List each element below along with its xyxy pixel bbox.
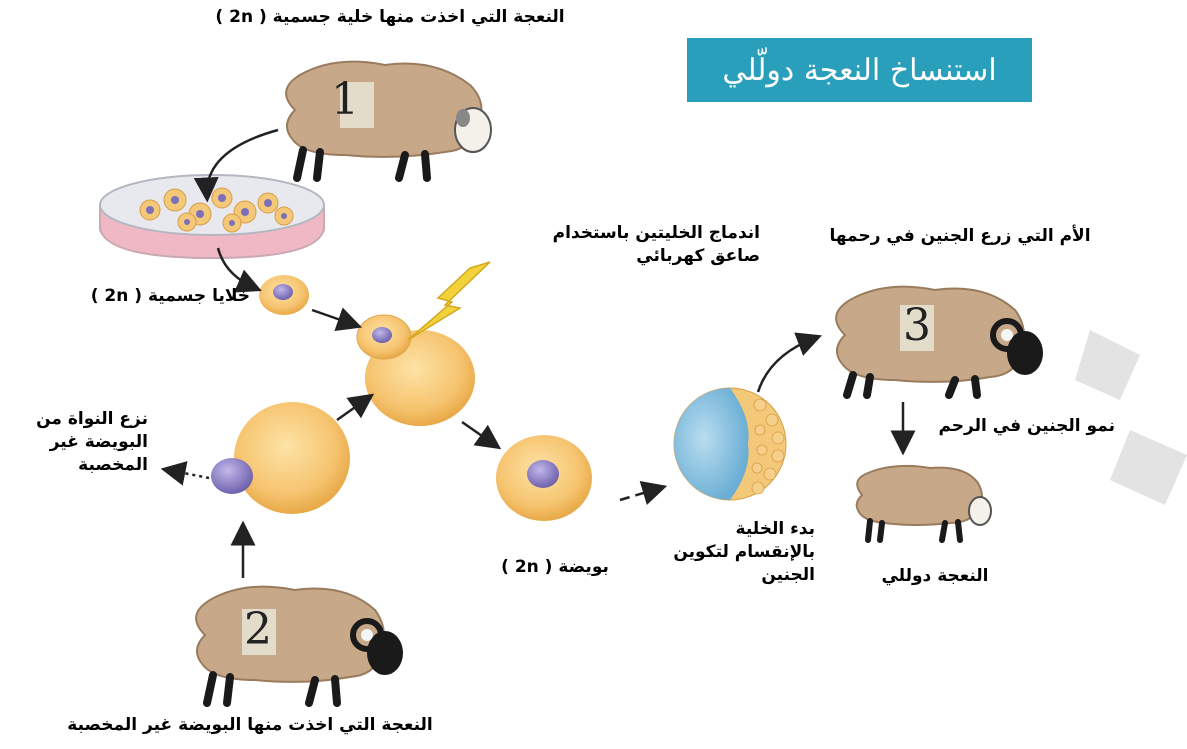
label-division-line1: بدء الخلية xyxy=(640,518,815,541)
sheep-1-number: 1 xyxy=(331,74,359,125)
ovum-cell xyxy=(496,435,592,521)
egg-cell xyxy=(211,402,350,514)
label-dolly: النعجة دوللي xyxy=(865,565,1005,588)
dolly-sheep-icon xyxy=(857,466,991,540)
label-division-line3: الجنين xyxy=(640,564,815,587)
diagram-title: استنساخ النعجة دولّلي xyxy=(687,38,1032,102)
lightning-icon xyxy=(408,262,490,340)
sheep-3-icon xyxy=(836,287,1043,395)
label-ovum: بويضة ( 2n ) xyxy=(470,556,640,579)
label-fusion: اندماج الخليتين باستخدام صاعق كهربائي xyxy=(520,222,760,268)
sheep-3-number: 3 xyxy=(903,300,931,351)
label-bottom-sheep: النعجة التي اخذت منها البويضة غير المخصب… xyxy=(60,714,440,737)
sheep-2-icon xyxy=(196,587,403,703)
label-surrogate: الأم التي زرع الجنين في رحمها xyxy=(800,225,1120,248)
label-division-line2: بالإنقسام لتكوين xyxy=(640,541,815,564)
label-somatic-cells: خلايا جسمية ( 2n ) xyxy=(30,285,250,308)
label-remove-nucleus: نزع النواة من البويضة غير المخصبة xyxy=(10,408,148,477)
sheep-1-icon xyxy=(286,62,491,178)
label-remove-line1: نزع النواة من xyxy=(10,408,148,431)
label-top-sheep: النعجة التي اخذت منها خلية جسمية ( 2n ) xyxy=(180,6,600,29)
label-uterus: نمو الجنين في الرحم xyxy=(935,415,1115,438)
label-division: بدء الخلية بالإنقسام لتكوين الجنين xyxy=(640,518,815,587)
sheep-2-number: 2 xyxy=(244,604,272,655)
petri-dish-icon xyxy=(100,175,324,258)
label-remove-line2: البويضة غير xyxy=(10,431,148,454)
embryo-icon xyxy=(674,388,786,500)
label-fusion-line2: صاعق كهربائي xyxy=(520,245,760,268)
somatic-cell xyxy=(259,275,309,315)
label-remove-line3: المخصبة xyxy=(10,454,148,477)
fused-cell xyxy=(357,315,475,426)
label-fusion-line1: اندماج الخليتين باستخدام xyxy=(520,222,760,245)
